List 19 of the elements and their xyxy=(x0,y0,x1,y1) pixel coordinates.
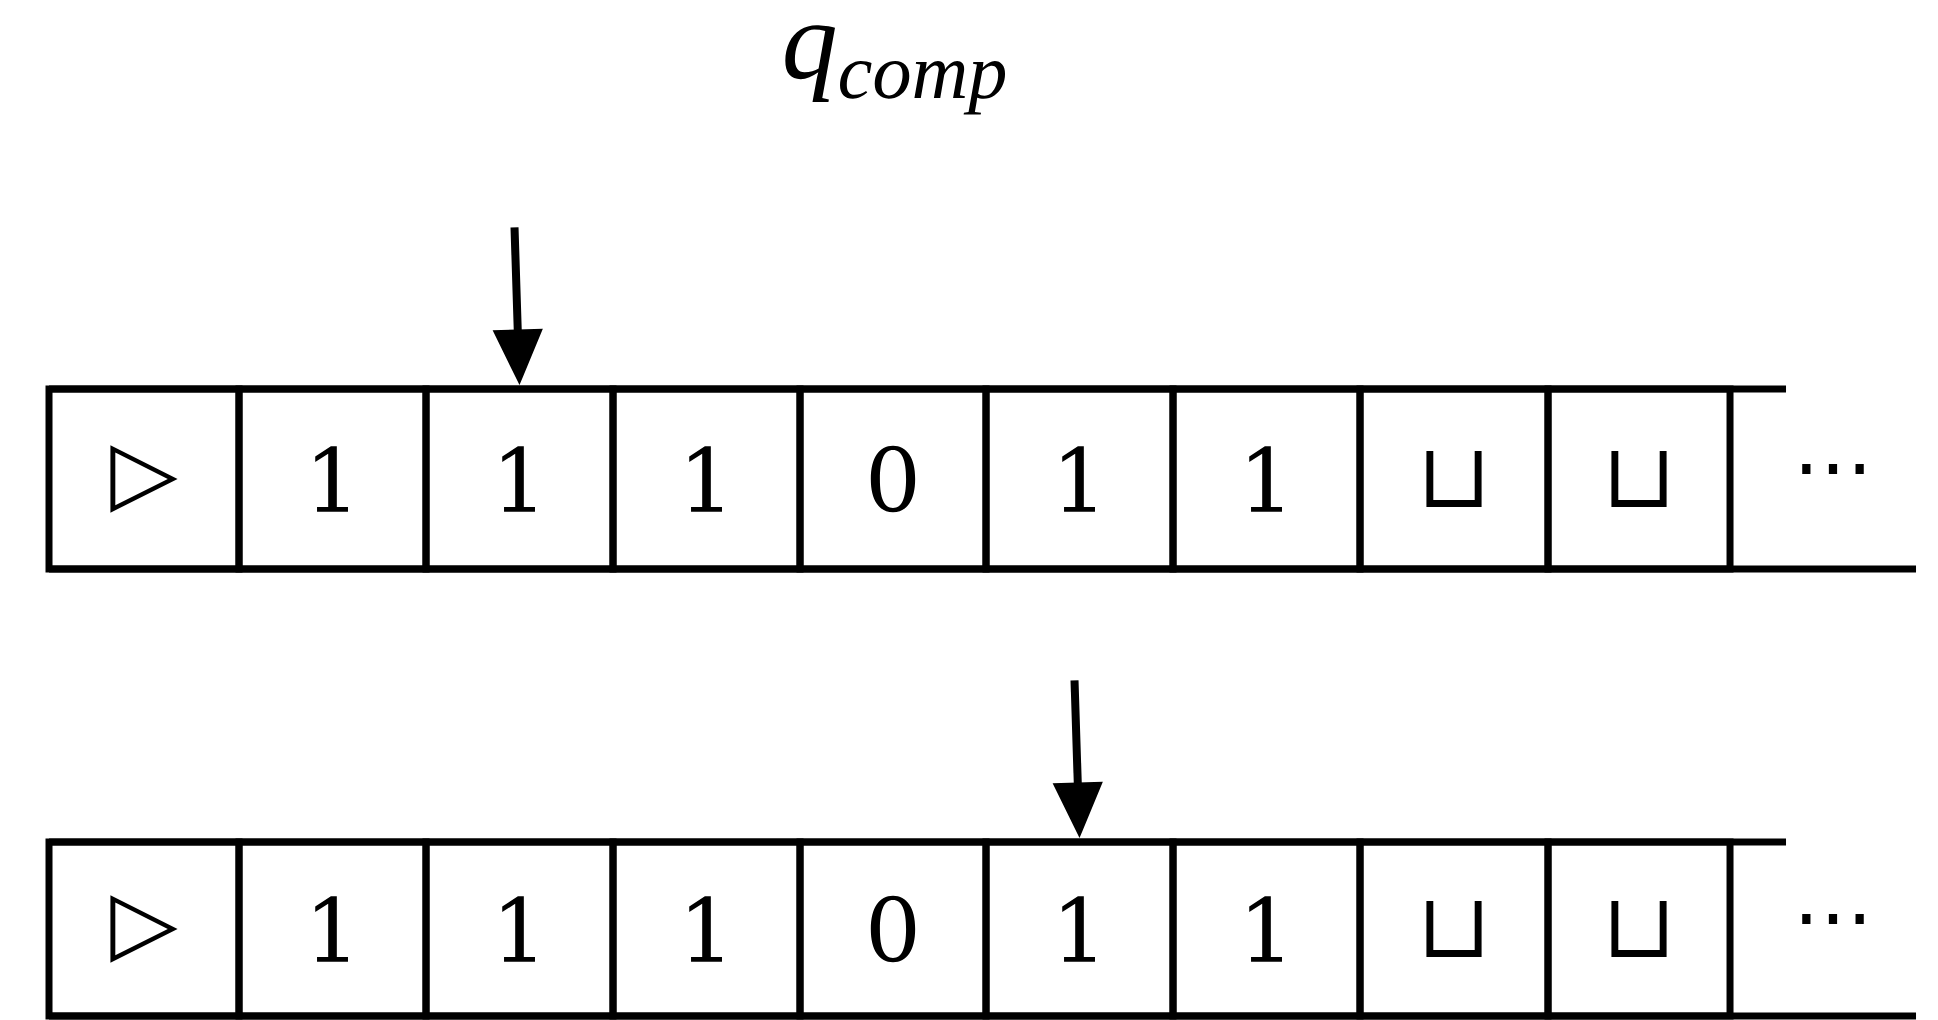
tape-cell: 1 xyxy=(235,838,430,1020)
tape-cell: 1 xyxy=(422,385,617,573)
tape-cell: ▷ xyxy=(45,838,243,1020)
tape-cell: ▷ xyxy=(45,385,243,573)
tape-cell: 1 xyxy=(609,385,804,573)
tape-cell: ⊔ xyxy=(1356,838,1552,1020)
tape-cell: 1 xyxy=(609,838,804,1020)
tape-cell: 1 xyxy=(422,838,617,1020)
state-label: q$_{comp}$ xyxy=(785,25,1006,115)
tape-cell: 1 xyxy=(982,385,1177,573)
tape-cell: 1 xyxy=(982,838,1177,1020)
tape-cell: ⊔ xyxy=(1356,385,1552,573)
tape-cell: 0 xyxy=(796,385,990,573)
tape-cell: 1 xyxy=(235,385,430,573)
tape-cell: 1 xyxy=(1169,838,1364,1020)
tape-cell: ⊔ xyxy=(1544,838,1734,1020)
tape-cell: 0 xyxy=(796,838,990,1020)
tape-cell: ⊔ xyxy=(1544,385,1734,573)
tape-cell: 1 xyxy=(1169,385,1364,573)
